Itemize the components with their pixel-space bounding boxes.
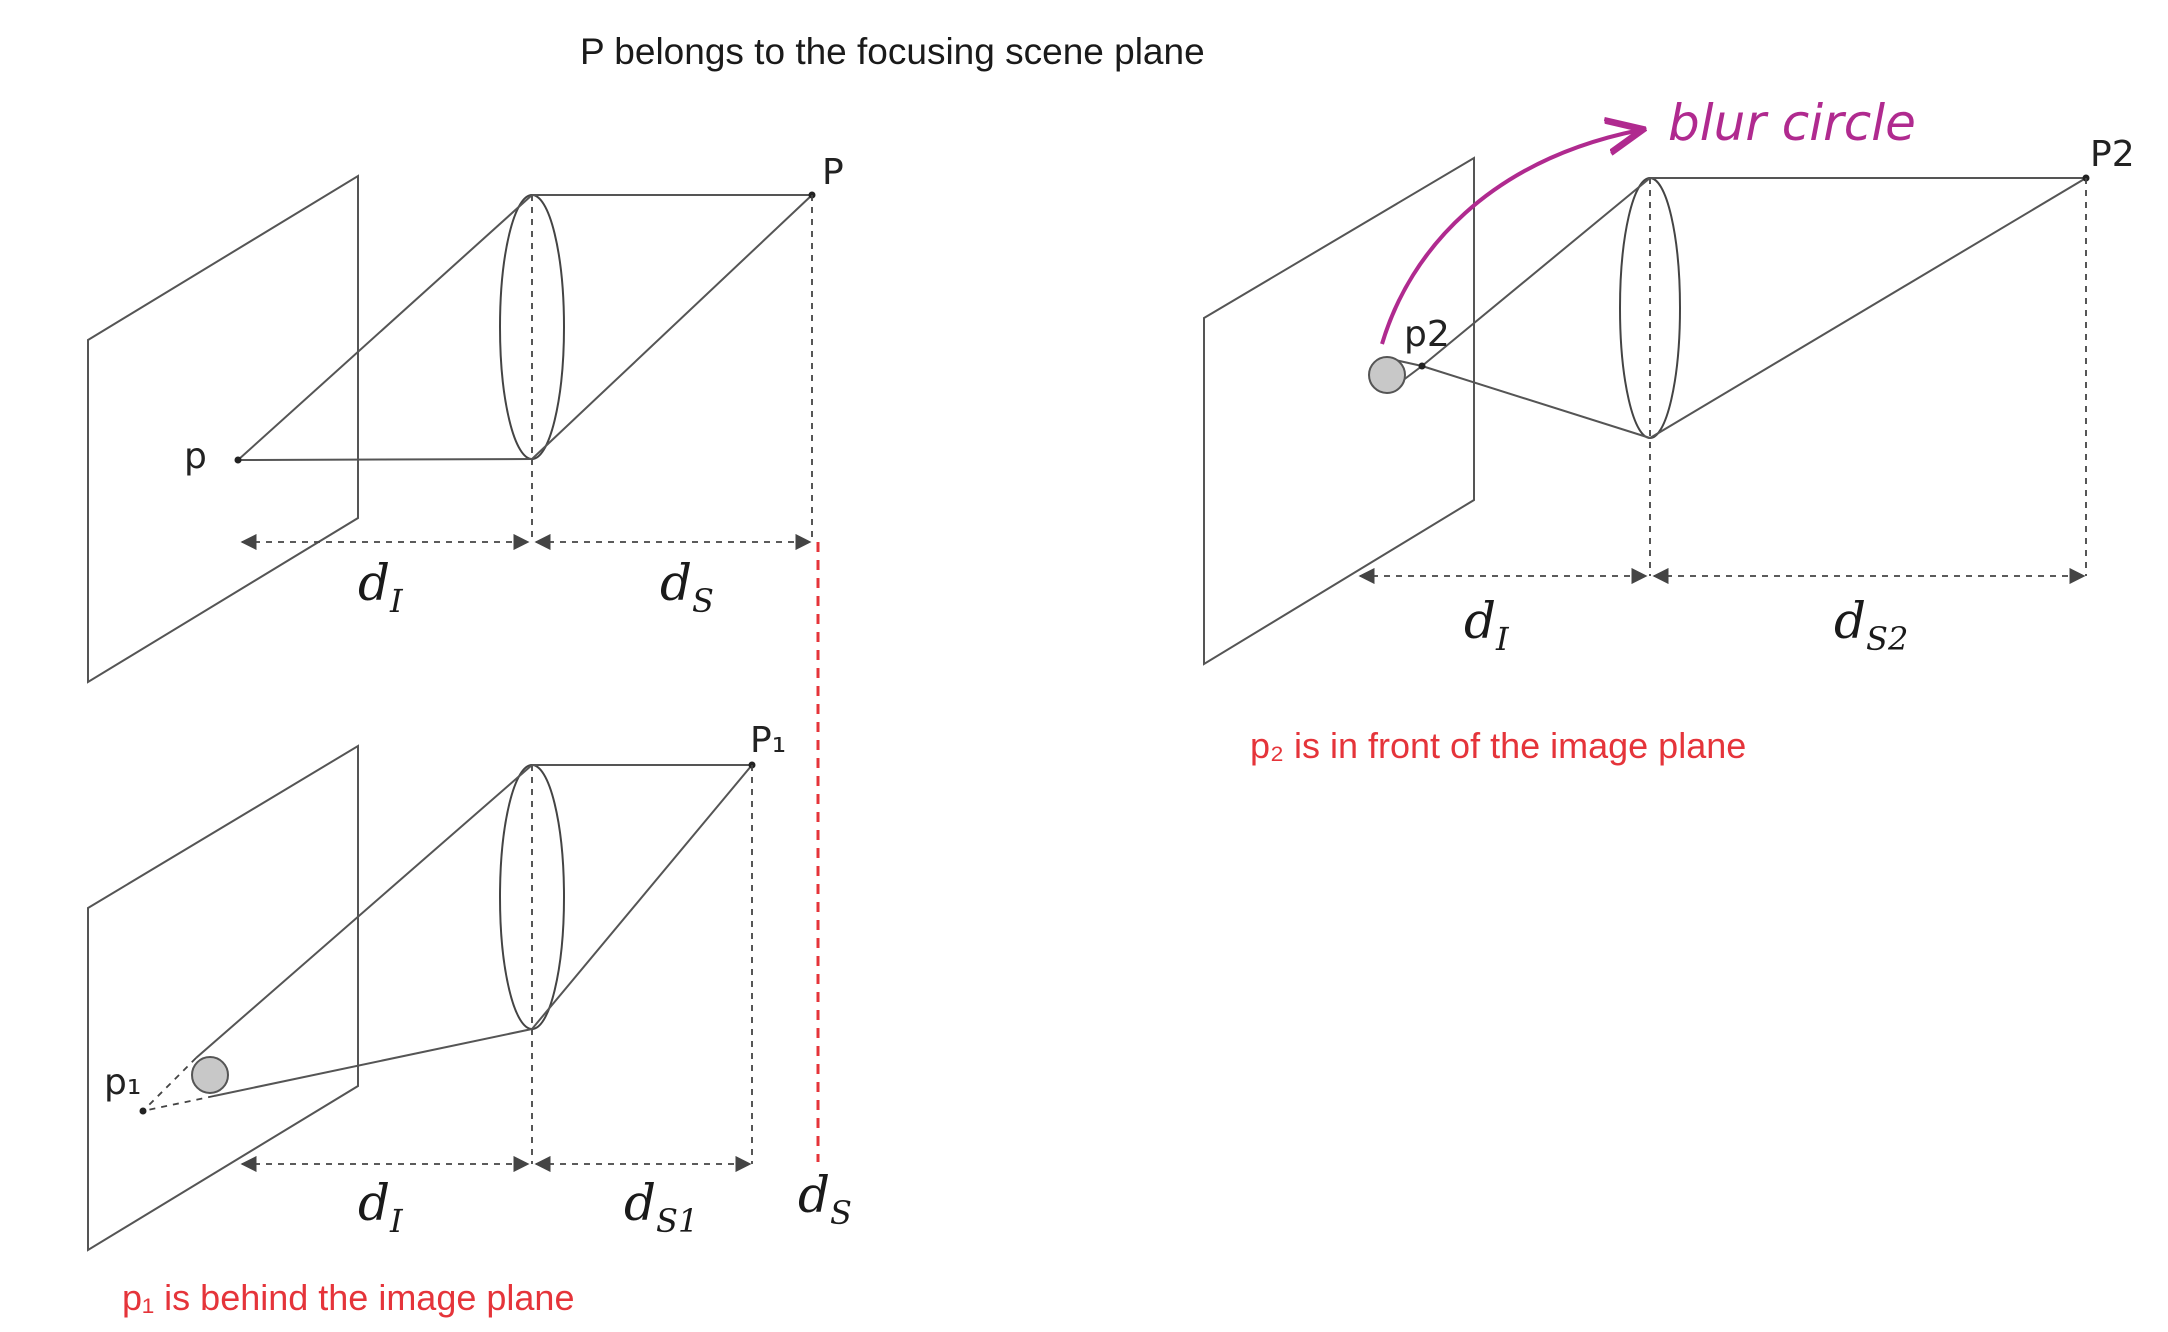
scene-point-label: P	[822, 152, 844, 193]
image-plane	[87, 174, 359, 684]
annotation-label: blur circle	[1668, 94, 1916, 152]
ray	[1421, 177, 1651, 367]
dim-scene-label: dS2	[1834, 592, 1908, 658]
image-point-label: p2	[1404, 314, 1450, 355]
image-point	[234, 456, 242, 464]
ray	[531, 194, 813, 460]
ray	[195, 764, 533, 1059]
image-plane	[87, 744, 359, 1252]
dim-image-label: dI	[358, 1174, 404, 1240]
ray	[237, 194, 533, 461]
image-point-label: p	[184, 436, 207, 477]
dim-image-label: dI	[358, 554, 404, 620]
ray	[1421, 365, 1651, 439]
caption-right: p₂ is in front of the image plane	[1250, 725, 1746, 766]
diagram-right: P2 p2 dI dS2 p₂ is in front of the image…	[1203, 94, 2135, 766]
dim-scene-label: dS	[660, 554, 714, 620]
page-title: P belongs to the focusing scene plane	[580, 31, 1205, 72]
image-point-label: p₁	[104, 1062, 141, 1103]
ray	[237, 458, 533, 461]
dim-scene-label: dS1	[624, 1174, 698, 1240]
caption-bottom: p₁ is behind the image plane	[122, 1277, 574, 1318]
ray	[213, 1028, 533, 1097]
dim-image-label: dI	[1464, 592, 1510, 658]
image-point	[1418, 362, 1426, 370]
diagram-top: P p dI dS	[87, 152, 844, 684]
blur-circle	[191, 1056, 229, 1094]
scene-point-label: P₁	[750, 720, 786, 761]
converging-ray	[142, 1095, 215, 1112]
converging-ray	[142, 1057, 197, 1112]
scene-point-label: P2	[2090, 134, 2135, 175]
ref-dim-label: dS	[798, 1166, 852, 1232]
image-plane	[1203, 156, 1475, 666]
ray	[531, 764, 753, 1030]
image-point	[139, 1107, 147, 1115]
blur-circle	[1368, 356, 1406, 394]
ray	[1649, 177, 2087, 439]
annotation-arrow	[1380, 130, 1640, 345]
diagram-bottom: P₁ p₁ dI dS1 dS p₁ is behind the image p…	[87, 720, 852, 1318]
